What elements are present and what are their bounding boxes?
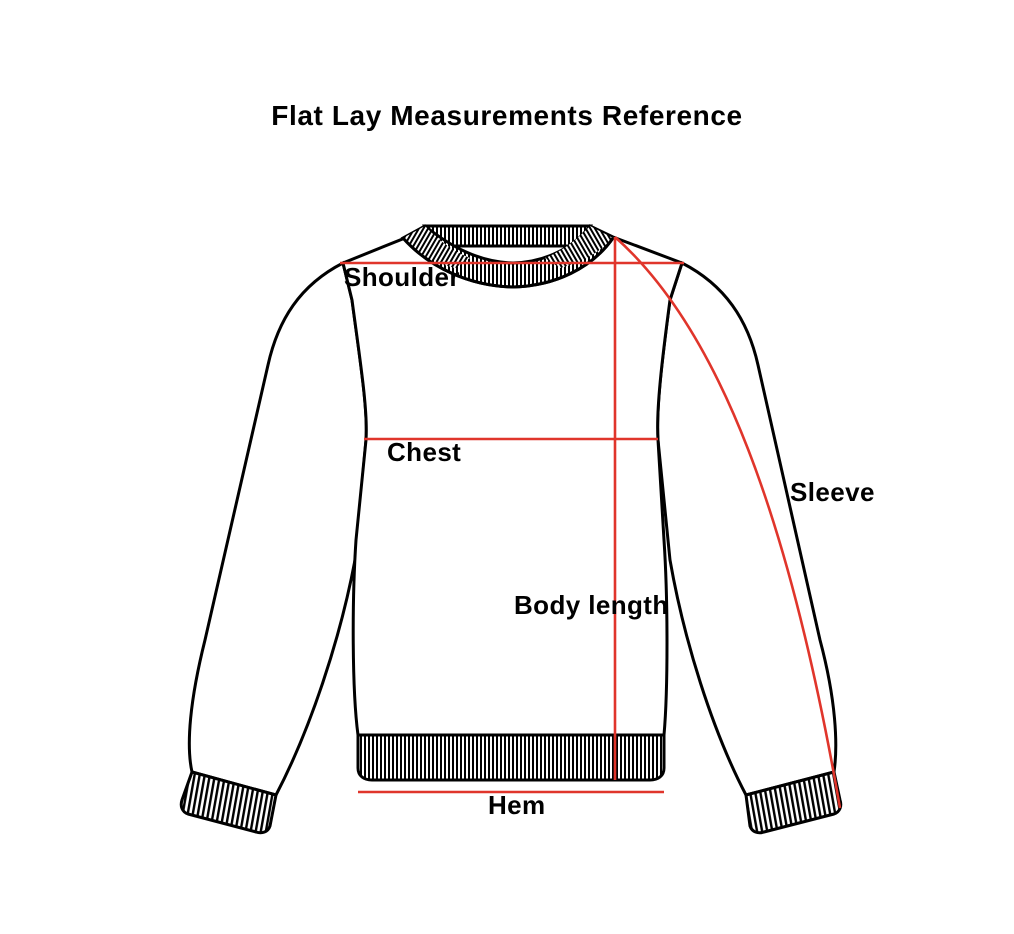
chest-label: Chest bbox=[387, 437, 462, 467]
right-cuff bbox=[744, 770, 843, 835]
collar bbox=[400, 224, 616, 289]
diagram-title: Flat Lay Measurements Reference bbox=[271, 100, 743, 131]
left-sleeve bbox=[179, 260, 368, 835]
left-cuff bbox=[179, 770, 278, 835]
hem-label: Hem bbox=[488, 790, 546, 820]
right-sleeve bbox=[656, 260, 843, 835]
shoulder-label: Shoulder bbox=[344, 262, 460, 292]
measurement-lines bbox=[340, 236, 842, 809]
body-length-label: Body length bbox=[514, 590, 669, 620]
hem-band bbox=[356, 733, 666, 782]
sleeve-measure-line bbox=[614, 236, 842, 809]
sleeve-label: Sleeve bbox=[790, 477, 875, 507]
body bbox=[341, 224, 684, 782]
